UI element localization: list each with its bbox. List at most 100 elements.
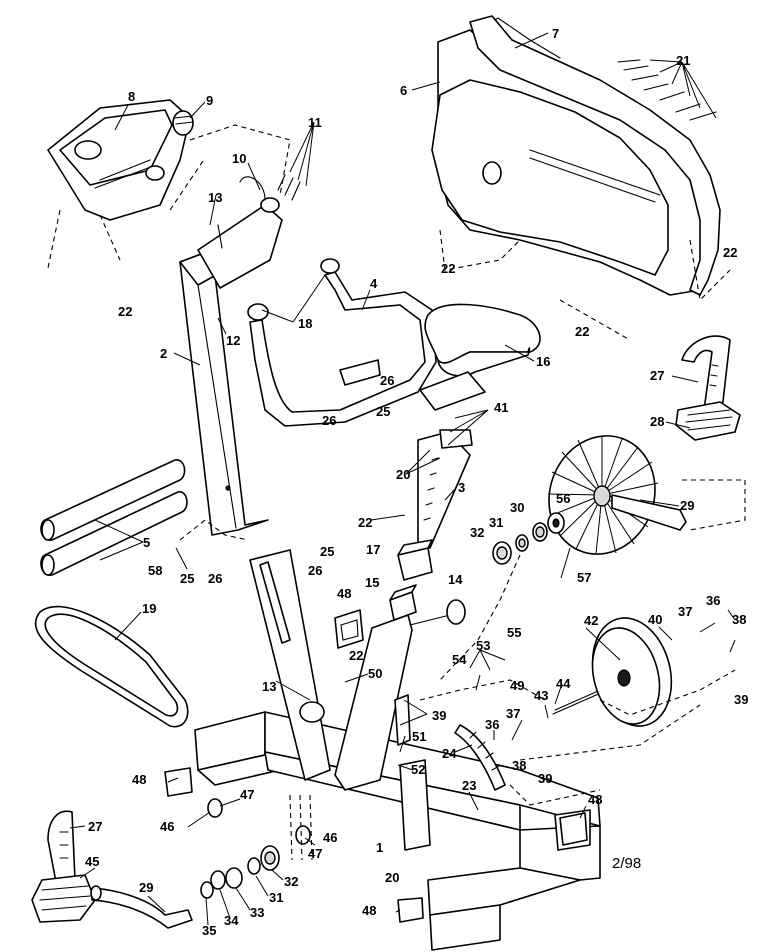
callout-54: 54: [452, 652, 467, 667]
callout-13-top: 13: [208, 190, 222, 205]
bearing-30: [532, 522, 548, 542]
callout-22-guard-b: 22: [575, 324, 589, 339]
callout-32-lower: 32: [284, 874, 298, 889]
leader-lines: [69, 32, 736, 926]
callout-55: 55: [507, 625, 521, 640]
washer-35: [200, 881, 214, 899]
callout-19: 19: [142, 601, 156, 616]
callout-38-right: 38: [732, 612, 746, 627]
callout-22-seat: 22: [358, 515, 372, 530]
flywheel: [591, 617, 673, 727]
screws-part-11: [277, 121, 315, 201]
washer-31-lower: [247, 857, 261, 875]
callout-42: 42: [584, 613, 598, 628]
chain-guard-inner: [469, 15, 721, 296]
callout-43: 43: [534, 688, 548, 703]
drive-belt: [34, 605, 189, 728]
callout-28: 28: [650, 414, 664, 429]
endcap-48-left: [164, 767, 193, 797]
callout-36-right: 36: [706, 593, 720, 608]
callout-49: 49: [510, 678, 524, 693]
wheel-47-right: [295, 825, 311, 845]
callout-29-right: 29: [680, 498, 694, 513]
revision-date: 2/98: [612, 855, 641, 872]
callout-48-right: 48: [588, 792, 602, 807]
callout-16: 16: [536, 354, 550, 369]
callout-48-bottom: 48: [362, 903, 376, 918]
callout-3: 3: [458, 480, 465, 495]
callout-11: 11: [308, 115, 322, 130]
endcap-48-right: [559, 812, 588, 846]
pedal-left: [31, 874, 96, 923]
callout-35: 35: [202, 923, 216, 938]
callout-6: 6: [400, 83, 407, 98]
handlebar: [247, 258, 437, 427]
callout-27-right: 27: [650, 368, 664, 383]
callout-25-c: 25: [180, 571, 194, 586]
callout-52: 52: [411, 762, 425, 777]
bearing-cup-32-lower: [260, 845, 280, 871]
callout-26-a: 26: [380, 373, 394, 388]
console-bracket: [197, 176, 283, 289]
endcap-48-mid: [334, 609, 364, 649]
callout-58: 58: [148, 563, 162, 578]
callout-39-right: 39: [734, 692, 748, 707]
callout-18: 18: [298, 316, 312, 331]
pedal-right: [675, 401, 741, 441]
front-upright-frame: [179, 249, 269, 536]
seat-tube-frame: [249, 549, 431, 851]
callout-37-mid: 37: [506, 706, 520, 721]
callout-26-c: 26: [308, 563, 322, 578]
pedal-strap-right: [681, 335, 731, 411]
screws-part-21: [617, 59, 717, 121]
adjustment-knob-housing: [389, 584, 417, 621]
callout-4: 4: [370, 276, 378, 291]
callout-48-left: 48: [132, 772, 146, 787]
callout-56: 56: [556, 491, 570, 506]
callout-15: 15: [365, 575, 379, 590]
washer-33: [225, 867, 243, 889]
callout-36-mid: 36: [485, 717, 499, 732]
callout-20-mid: 20: [396, 467, 410, 482]
seat-post: [417, 429, 473, 549]
callout-22-guard-a: 22: [441, 261, 455, 276]
pop-pin-knob: [409, 599, 466, 626]
callout-13-mid: 13: [262, 679, 276, 694]
foam-grips: [40, 459, 188, 576]
callout-23: 23: [462, 778, 476, 793]
callout-1: 1: [376, 840, 383, 855]
callout-40: 40: [648, 612, 662, 627]
callout-27-left: 27: [88, 819, 102, 834]
callout-46-right: 46: [323, 830, 337, 845]
callout-39-mid: 39: [538, 771, 552, 786]
callout-41: 41: [494, 400, 508, 415]
callout-57: 57: [577, 570, 591, 585]
callout-38-mid: 38: [512, 758, 526, 773]
callout-5: 5: [143, 535, 150, 550]
callout-26-b: 26: [322, 413, 336, 428]
magnet-bracket: [454, 724, 506, 791]
bearing-31: [515, 534, 529, 552]
callout-53: 53: [476, 638, 490, 653]
callout-37-right: 37: [678, 604, 692, 619]
callout-8: 8: [128, 89, 135, 104]
wheel-47-left: [207, 798, 223, 818]
chain-guard-outer: [431, 17, 717, 296]
callout-32-upper: 32: [470, 525, 484, 540]
flywheel-axle-2: [552, 691, 604, 715]
callout-22-guard-c: 22: [723, 245, 737, 260]
seat-carriage: [419, 371, 486, 411]
callout-14: 14: [448, 572, 463, 587]
callout-46-left: 46: [160, 819, 174, 834]
callout-2: 2: [160, 346, 167, 361]
callout-44: 44: [556, 676, 571, 691]
bearing-cup-32: [492, 541, 512, 565]
callout-34: 34: [224, 913, 239, 928]
callout-25-a: 25: [376, 404, 390, 419]
callout-22-mid: 22: [349, 648, 363, 663]
callout-33: 33: [250, 905, 264, 920]
callout-29-left: 29: [139, 880, 153, 895]
washer-34: [210, 870, 226, 890]
callout-39-frame: 39: [432, 708, 446, 723]
